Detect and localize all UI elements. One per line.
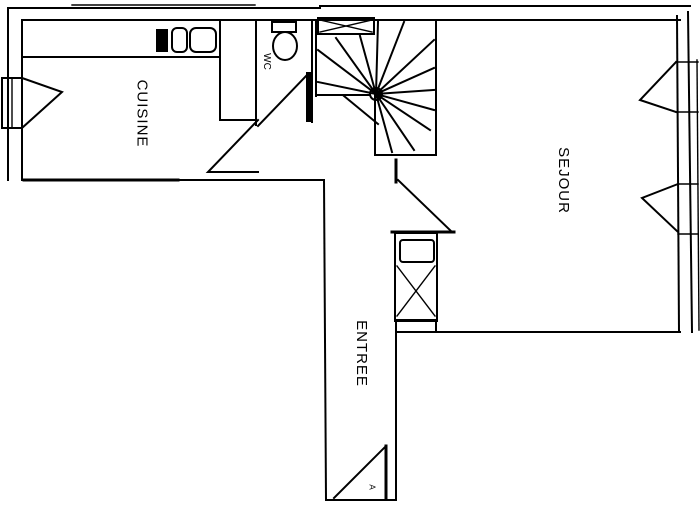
window-swing-icon bbox=[20, 76, 64, 130]
wc-room bbox=[255, 21, 313, 128]
cuisine-room bbox=[1, 19, 260, 182]
room-label-cuisine: CUISINE bbox=[133, 79, 151, 148]
entry-door-swing-icon bbox=[332, 444, 388, 500]
sink-bowl-icon bbox=[171, 27, 188, 53]
cupboards bbox=[394, 232, 438, 333]
door-swing-icon bbox=[256, 74, 308, 128]
exterior-walls bbox=[7, 4, 700, 334]
stair-steps bbox=[316, 20, 436, 154]
door-swing-icon bbox=[205, 118, 260, 173]
door-swing-icon bbox=[396, 178, 454, 234]
sink-bowl-icon bbox=[189, 27, 217, 53]
hob-icon bbox=[156, 29, 168, 52]
entry-marker: A bbox=[367, 484, 377, 491]
staircase bbox=[315, 17, 456, 234]
room-label-entree: ENTREE bbox=[352, 320, 370, 387]
room-label-wc: WC bbox=[260, 53, 272, 70]
window-swing-icon bbox=[640, 182, 680, 234]
toilet-icon bbox=[272, 31, 298, 61]
room-label-sejour: SEJOUR bbox=[554, 147, 572, 214]
window-swing-icon bbox=[638, 60, 678, 114]
appliance-icon bbox=[399, 239, 435, 263]
sejour-room bbox=[435, 19, 699, 333]
entree-corridor bbox=[204, 178, 397, 502]
